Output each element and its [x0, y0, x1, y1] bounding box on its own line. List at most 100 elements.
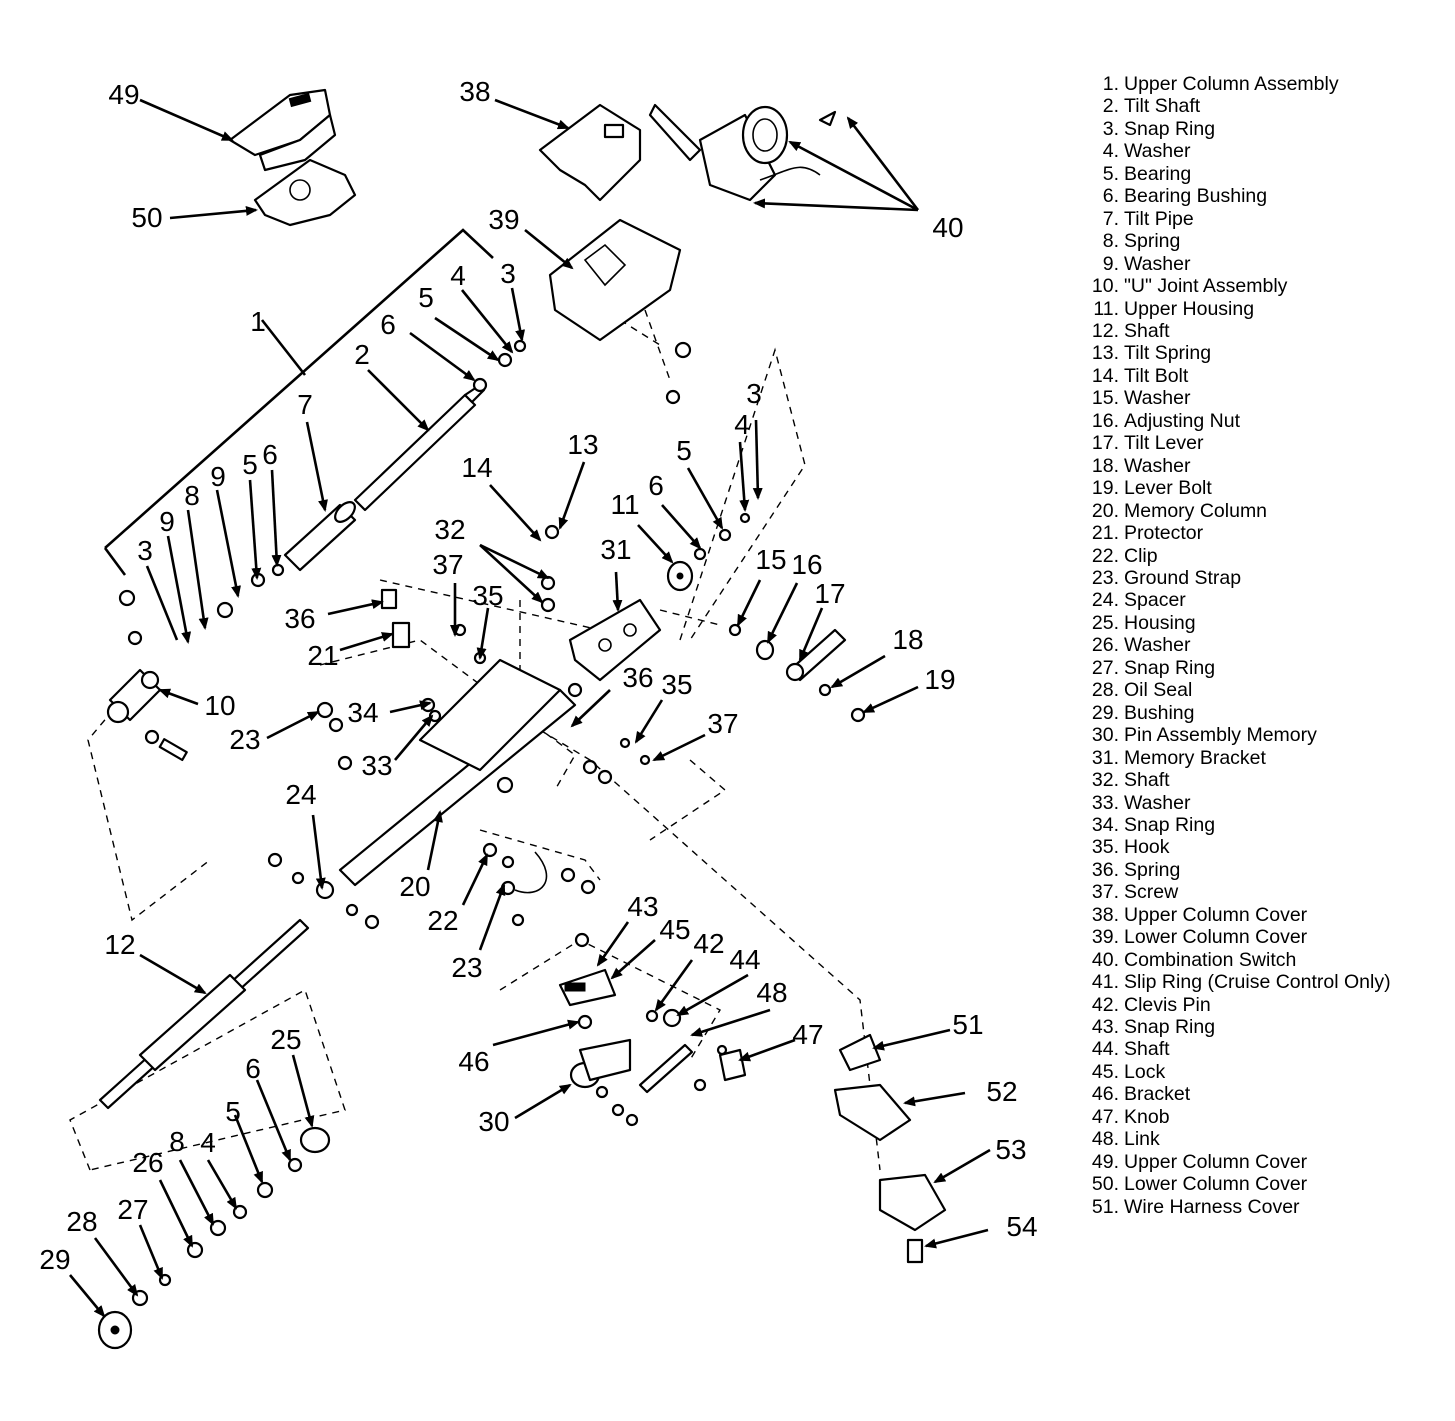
- callout-47: 47: [792, 1019, 824, 1050]
- callout-6-upper: 6: [380, 309, 396, 340]
- callout-4-lower: 4: [200, 1127, 216, 1158]
- legend-item: 11.Upper Housing: [1093, 297, 1255, 320]
- callout-51: 51: [952, 1009, 984, 1040]
- legend-item: 46.Bracket: [1091, 1083, 1191, 1106]
- callout-26: 26: [132, 1147, 164, 1178]
- upper-column-cover-38: [538, 103, 642, 202]
- legend-item: 17.Tilt Lever: [1091, 432, 1204, 455]
- callout-36-left: 36: [284, 603, 316, 634]
- callout-29: 29: [39, 1244, 71, 1275]
- legend-item: 47.Knob: [1091, 1105, 1170, 1128]
- legend-item: 28.Oil Seal: [1091, 679, 1193, 702]
- callout-33: 33: [361, 750, 393, 781]
- callout-8-lower: 8: [169, 1126, 185, 1157]
- callout-9-a: 9: [210, 461, 226, 492]
- legend-item: 34.Snap Ring: [1091, 813, 1216, 836]
- legend-item: 49.Upper Column Cover: [1091, 1150, 1308, 1173]
- legend-item: 44.Shaft: [1091, 1038, 1170, 1061]
- upper-column-assembly-bracket-line: [104, 228, 494, 549]
- legend-item: 41.Slip Ring (Cruise Control Only): [1091, 971, 1391, 994]
- callout-23-upper: 23: [229, 724, 261, 755]
- legend-item: 4.Washer: [1102, 140, 1191, 163]
- legend-item: 13.Tilt Spring: [1091, 342, 1212, 365]
- callout-34: 34: [347, 697, 379, 728]
- callout-42: 42: [693, 928, 725, 959]
- legend-item: 5.Bearing: [1102, 162, 1192, 185]
- legend-item: 6.Bearing Bushing: [1102, 185, 1268, 208]
- callout-50: 50: [131, 202, 163, 233]
- callout-30: 30: [478, 1106, 510, 1137]
- callout-32: 32: [434, 514, 466, 545]
- legend-item: 16.Adjusting Nut: [1091, 409, 1240, 432]
- tilt-lever-17: [785, 628, 847, 682]
- legend-item: 21.Protector: [1091, 522, 1204, 545]
- legend-item: 25.Housing: [1091, 611, 1196, 634]
- upper-column-assembly-bracket: [103, 547, 127, 576]
- legend-item: 14.Tilt Bolt: [1091, 364, 1189, 387]
- legend-item: 40.Combination Switch: [1091, 948, 1297, 971]
- dashed-assembly-lines: [69, 309, 881, 1171]
- callout-40: 40: [932, 212, 964, 243]
- callout-53: 53: [995, 1134, 1027, 1165]
- callout-2: 2: [354, 339, 370, 370]
- upper-column-cover-49: [228, 88, 337, 172]
- callout-23-lower: 23: [451, 952, 483, 983]
- legend-item: 48.Link: [1091, 1128, 1160, 1151]
- callout-20: 20: [399, 871, 431, 902]
- callout-25: 25: [270, 1024, 302, 1055]
- tilt-pipe-7: [283, 501, 357, 572]
- combination-switch-40: [648, 103, 837, 202]
- legend-item: 42.Clevis Pin: [1091, 993, 1211, 1016]
- legend-item: 15.Washer: [1091, 387, 1191, 410]
- callout-3-left: 3: [137, 535, 153, 566]
- callout-36-right: 36: [622, 662, 654, 693]
- legend-item: 26.Washer: [1091, 634, 1191, 657]
- legend-item: 22.Clip: [1091, 544, 1158, 567]
- callout-44: 44: [729, 944, 761, 975]
- lower-column-cover-50: [253, 158, 357, 227]
- wire-harness-cover-51: [838, 1033, 882, 1072]
- memory-column-20: [338, 658, 577, 887]
- callout-54: 54: [1006, 1211, 1038, 1242]
- callout-28: 28: [66, 1206, 98, 1237]
- callout-45: 45: [659, 914, 691, 945]
- legend-item: 38.Upper Column Cover: [1091, 903, 1308, 926]
- callout-39: 39: [488, 204, 520, 235]
- parts-legend: 1.Upper Column Assembly 2.Tilt Shaft 3.S…: [1085, 73, 1445, 1218]
- legend-item: 31.Memory Bracket: [1091, 746, 1266, 769]
- legend-item: 8.Spring: [1102, 230, 1181, 253]
- callout-38: 38: [459, 76, 491, 107]
- callout-37-right: 37: [707, 708, 739, 739]
- callout-10: 10: [204, 690, 236, 721]
- legend-item: 30.Pin Assembly Memory: [1091, 724, 1317, 747]
- legend-item: 27.Snap Ring: [1091, 656, 1216, 679]
- shaft-12: [98, 918, 310, 1110]
- link-48: [638, 1043, 694, 1094]
- callout-22: 22: [427, 905, 459, 936]
- small-hardware: [118, 339, 866, 1307]
- lower-column-cover-39: [548, 218, 682, 342]
- callout-6-lower: 6: [245, 1053, 261, 1084]
- upper-housing-11: [666, 560, 694, 592]
- callout-43: 43: [627, 891, 659, 922]
- callout-31: 31: [600, 534, 632, 565]
- tilt-shaft-2: [353, 383, 486, 512]
- callout-5-left: 5: [242, 449, 258, 480]
- legend-item: 9.Washer: [1102, 252, 1191, 275]
- callout-7: 7: [297, 389, 313, 420]
- lock-45: [558, 968, 617, 1007]
- callout-3-upper: 3: [500, 258, 516, 289]
- part-54: [906, 1238, 924, 1264]
- callout-48: 48: [756, 977, 788, 1008]
- legend-item: 51.Wire Harness Cover: [1091, 1195, 1300, 1218]
- callout-9-b: 9: [159, 506, 175, 537]
- callout-3-right: 3: [746, 378, 762, 409]
- callout-12: 12: [104, 929, 136, 960]
- callout-13: 13: [567, 429, 599, 460]
- callout-16: 16: [791, 549, 823, 580]
- callout-21: 21: [307, 640, 339, 671]
- callout-24: 24: [285, 779, 317, 810]
- legend-item: 36.Spring: [1091, 858, 1181, 881]
- legend-item: 10."U" Joint Assembly: [1091, 275, 1288, 298]
- legend-item: 37.Screw: [1091, 881, 1179, 904]
